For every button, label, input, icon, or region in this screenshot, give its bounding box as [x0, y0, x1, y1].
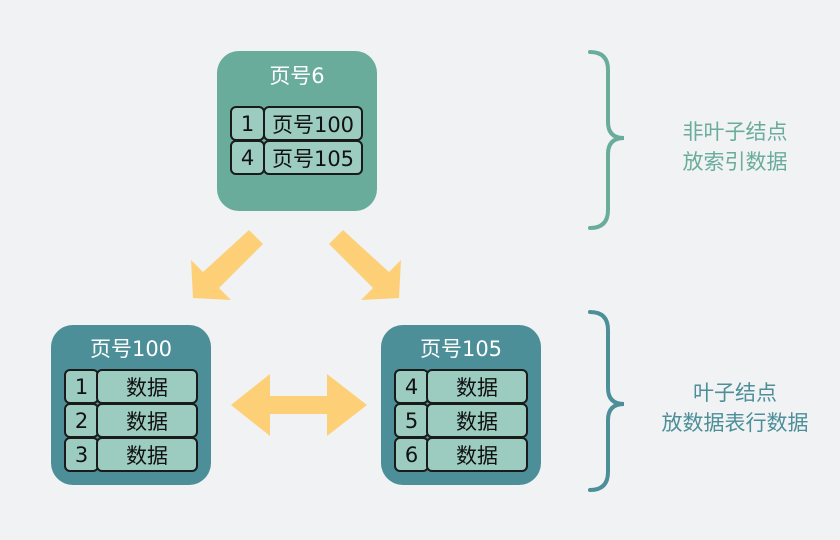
arrow-root-to-left-leaf [191, 230, 263, 300]
leaf-note-line2: 放数据表行数据 [661, 411, 809, 435]
leaf-left-row-1-key: 1 [64, 369, 99, 404]
root-row-2-key: 4 [230, 140, 265, 175]
leaf-node-right: 页号105 4 数据 5 数据 6 数据 [381, 325, 541, 485]
leaf-left-row-2-key: 2 [64, 403, 99, 438]
nonleaf-note: 非叶子结点 放索引数据 [645, 117, 825, 177]
leaf-note: 叶子结点 放数据表行数据 [640, 378, 830, 438]
leaf-left-row-1-value: 数据 [96, 369, 198, 404]
root-node-title: 页号6 [269, 64, 325, 88]
leaf-right-row-1-value: 数据 [426, 369, 528, 404]
nonleaf-note-line2: 放索引数据 [682, 150, 788, 174]
brace-leaf [588, 310, 625, 492]
leaf-right-row-3-value: 数据 [426, 437, 528, 472]
leaf-node-left: 页号100 1 数据 2 数据 3 数据 [51, 325, 211, 485]
nonleaf-note-line1: 非叶子结点 [682, 120, 788, 144]
brace-nonleaf [588, 50, 625, 230]
root-node: 页号6 1 页号100 4 页号105 [217, 51, 377, 211]
leaf-right-row-2-key: 5 [394, 403, 429, 438]
leaf-note-line1: 叶子结点 [693, 381, 777, 405]
leaf-left-row-2-value: 数据 [96, 403, 198, 438]
root-row-1-value: 页号100 [263, 106, 363, 141]
leaf-left-row-3-value: 数据 [96, 437, 198, 472]
leaf-left-title: 页号100 [89, 337, 173, 361]
leaf-right-row-1-key: 4 [394, 369, 429, 404]
arrow-between-leaves [231, 374, 367, 436]
arrow-root-to-right-leaf [329, 230, 401, 300]
leaf-right-title: 页号105 [419, 337, 503, 361]
leaf-right-row-2-value: 数据 [426, 403, 528, 438]
leaf-right-row-3-key: 6 [394, 437, 429, 472]
leaf-left-row-3-key: 3 [64, 437, 99, 472]
root-row-1-key: 1 [230, 106, 265, 141]
root-row-2-value: 页号105 [263, 140, 363, 175]
